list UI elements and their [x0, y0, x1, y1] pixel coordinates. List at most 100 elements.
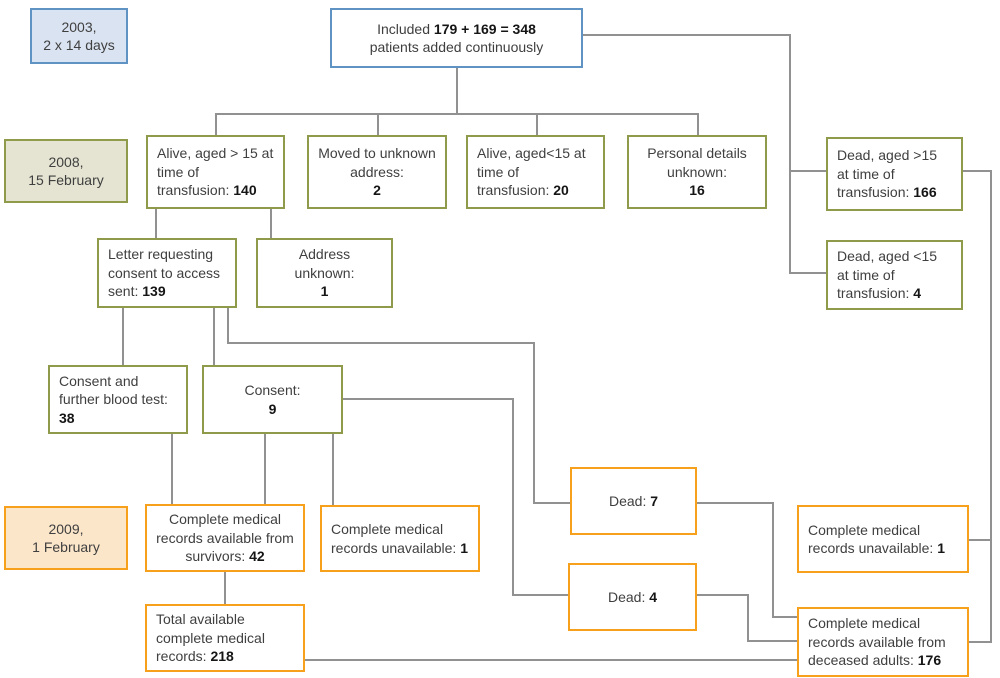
box-text-wrap: Alive, aged > 15 at time of transfusion:…	[157, 144, 274, 199]
box-text: Complete medical records available from …	[808, 615, 946, 669]
box-text-wrap: Dead, aged >15 at time of transfusion: 1…	[837, 146, 952, 201]
box-consent: Consent:9	[202, 365, 343, 434]
box-value: 42	[249, 548, 265, 565]
year-line1: 2003,	[61, 18, 97, 35]
year-line1: 2009,	[48, 520, 84, 537]
box-total-records: Total available complete medical records…	[145, 604, 305, 672]
box-text-wrap: Complete medical records available from …	[808, 614, 958, 669]
box-text-wrap: Complete medical records unavailable: 1	[808, 521, 958, 558]
connector-included-drop	[456, 68, 458, 114]
box-text: Total available complete medical records…	[156, 611, 265, 665]
box-text-wrap: Dead: 7	[581, 492, 686, 510]
connector-dead7-vertical	[533, 342, 535, 504]
connector-into-dead-under15	[789, 272, 826, 274]
year-line2: 15 February	[28, 172, 104, 188]
connector-dead4-right	[697, 594, 747, 596]
box-value: 176	[917, 652, 942, 669]
connector-total-to-deceased	[305, 659, 797, 661]
connector-letter-stub-down	[227, 308, 229, 344]
box-text-wrap: Consent and further blood test: 38	[59, 372, 177, 427]
connector-far-right-vertical	[990, 170, 992, 643]
box-text: Dead, aged >15 at time of transfusion:	[837, 147, 938, 201]
box-text: Dead, aged <15 at time of transfusion:	[837, 248, 938, 302]
box-year-2003: 2003, 2 x 14 days	[30, 8, 128, 64]
connector-consentblood-to-survivors	[171, 434, 173, 504]
box-text-wrap: Dead: 4	[579, 588, 686, 606]
box-dead-under15: Dead, aged <15 at time of transfusion: 4	[826, 240, 963, 310]
box-moved-unknown-address: Moved to unknown address: 2	[307, 135, 447, 209]
box-letter-sent: Letter requesting consent to access sent…	[97, 238, 237, 308]
box-text: Complete medical records unavailable:	[808, 521, 938, 556]
connector-dead7-into-deceased	[772, 616, 797, 618]
included-total: 179 + 169 = 348	[433, 20, 536, 37]
box-value: 4	[649, 588, 658, 605]
box-text: Complete medical records unavailable:	[331, 521, 461, 556]
connector-drop-alive-under15	[536, 113, 538, 135]
box-records-unavailable-left: Complete medical records unavailable: 1	[320, 505, 480, 572]
year-line1: 2008,	[48, 153, 84, 170]
box-alive-over15: Alive, aged > 15 at time of transfusion:…	[146, 135, 285, 209]
connector-into-dead7	[533, 502, 570, 504]
box-text: Dead:	[608, 492, 651, 509]
connector-deceased-right-stub	[969, 641, 990, 643]
box-records-deceased-adults: Complete medical records available from …	[797, 607, 969, 677]
box-text: Alive, aged > 15 at time of transfusion:	[157, 145, 274, 199]
box-dead-over15: Dead, aged >15 at time of transfusion: 1…	[826, 137, 963, 211]
box-value: 1	[460, 539, 468, 556]
box-text-wrap: Letter requesting consent to access sent…	[108, 245, 226, 300]
box-text: Dead:	[607, 588, 650, 605]
connector-drop-moved	[377, 113, 379, 135]
connector-letter-to-dead7-rail	[227, 342, 533, 344]
box-records-unavailable-right: Complete medical records unavailable: 1	[797, 505, 969, 573]
connector-drop-alive-over15	[215, 113, 217, 135]
box-text: Consent and further blood test:	[59, 372, 168, 408]
box-value: 166	[913, 184, 937, 201]
connector-dead7-right	[697, 502, 772, 504]
box-value: 9	[268, 400, 277, 417]
box-included: Included 179 + 169 = 348 patients added …	[330, 8, 583, 68]
connector-consent-to-survivors	[264, 434, 266, 504]
included-line2: patients added continuously	[369, 39, 544, 55]
connector-dead-over15-right	[963, 170, 990, 172]
connector-dead4-down	[747, 594, 749, 642]
connector-included-right	[583, 34, 789, 36]
box-value: 140	[233, 182, 257, 199]
box-value: 20	[553, 182, 569, 199]
connector-into-dead-over15	[789, 170, 826, 172]
box-text: Alive, aged<15 at time of transfusion:	[477, 145, 586, 199]
box-text-wrap: Alive, aged<15 at time of transfusion: 2…	[477, 144, 594, 199]
connector-into-dead4	[512, 594, 568, 596]
box-text: Letter requesting consent to access sent…	[108, 246, 221, 300]
box-records-survivors: Complete medical records available from …	[145, 504, 305, 572]
box-value: 218	[210, 648, 234, 665]
connector-consent-right	[343, 398, 512, 400]
box-text: Consent:	[244, 382, 301, 399]
box-value: 1	[320, 283, 329, 300]
box-text: Personal details unknown:	[647, 145, 747, 180]
box-address-unknown: Address unknown:1	[256, 238, 393, 308]
box-text-wrap: Dead, aged <15 at time of transfusion: 4	[837, 247, 952, 302]
box-value: 1	[937, 540, 945, 556]
year-line2: 1 February	[32, 539, 100, 555]
connector-alive-to-letter	[155, 209, 157, 238]
connector-letter-to-consent	[213, 308, 215, 365]
box-value: 7	[650, 492, 659, 509]
connector-drop-personal	[697, 113, 699, 135]
connector-row2-rail	[215, 113, 699, 115]
box-value: 2	[373, 182, 381, 199]
box-text-wrap: Complete medical records unavailable: 1	[331, 520, 469, 557]
box-year-2008: 2008, 15 February	[4, 139, 128, 203]
box-dead-7: Dead: 7	[570, 467, 697, 535]
connector-alive-to-address	[270, 209, 272, 238]
included-prefix: Included	[377, 20, 434, 37]
connector-unavailable-right-stub	[969, 539, 990, 541]
connector-letter-to-consentblood	[122, 308, 124, 365]
box-text: Complete medical records available from …	[156, 511, 294, 565]
box-value: 139	[142, 283, 166, 300]
box-value: 38	[59, 409, 75, 426]
included-line1: Included 179 + 169 = 348	[341, 20, 572, 38]
box-text: Moved to unknown address:	[318, 145, 436, 180]
connector-dead7-down	[772, 502, 774, 618]
connector-dead-branch-vertical	[789, 34, 791, 274]
